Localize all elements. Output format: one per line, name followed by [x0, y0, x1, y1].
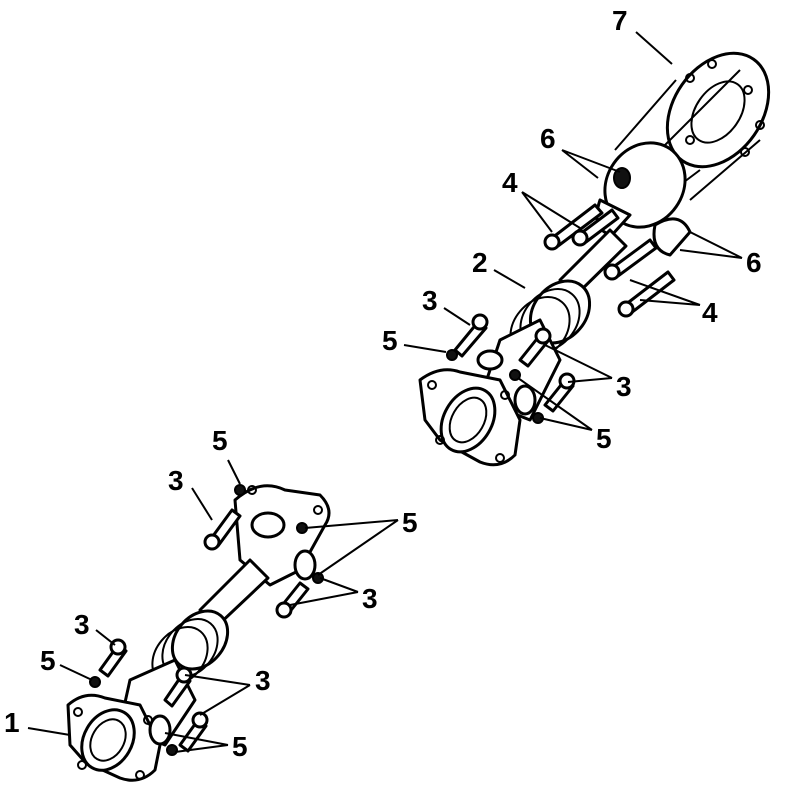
callout-3: 3 [362, 583, 378, 614]
callout-5: 5 [596, 423, 612, 454]
callout-4: 4 [702, 297, 718, 328]
callout-5: 5 [212, 425, 228, 456]
callout-5: 5 [402, 507, 418, 538]
callout-3: 3 [74, 609, 90, 640]
callout-labels: 7 6 4 6 2 3 4 5 3 5 5 3 5 3 3 5 3 1 5 [4, 5, 762, 762]
callout-3: 3 [255, 665, 271, 696]
callout-5: 5 [382, 325, 398, 356]
callout-1: 1 [4, 707, 20, 738]
callout-7: 7 [612, 5, 628, 36]
upper-shaft-assembly [418, 51, 771, 467]
flange-plate [665, 51, 771, 169]
callout-4: 4 [502, 167, 518, 198]
callout-6: 6 [746, 247, 762, 278]
callout-5: 5 [40, 645, 56, 676]
callout-6: 6 [540, 123, 556, 154]
callout-5: 5 [232, 731, 248, 762]
leader-lines [27, 31, 743, 753]
rubber-boot-lower [151, 609, 230, 686]
callout-3: 3 [616, 371, 632, 402]
callout-3: 3 [168, 465, 184, 496]
callout-3: 3 [422, 285, 438, 316]
callout-2: 2 [472, 247, 488, 278]
lower-shaft-assembly [66, 484, 331, 782]
